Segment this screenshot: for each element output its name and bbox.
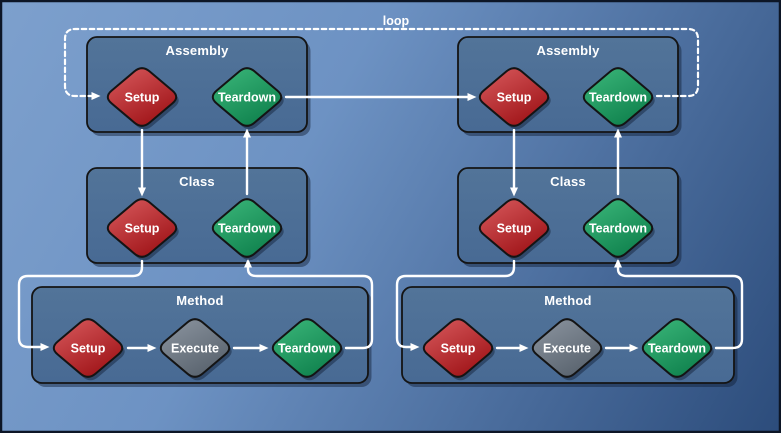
- class-teardown-label-left: Teardown: [218, 222, 276, 236]
- method-execute-label-left: Execute: [171, 342, 219, 356]
- class-teardown-label-right: Teardown: [589, 222, 647, 236]
- method-title-right: Method: [544, 293, 591, 308]
- assembly-title-left: Assembly: [165, 43, 229, 58]
- method-setup-label-right: Setup: [441, 342, 476, 356]
- class-title-left: Class: [179, 174, 215, 189]
- labels: loop Assembly Class Method Assembly Clas…: [71, 14, 706, 356]
- class-setup-to-method-setup-connector-right: [395, 259, 516, 351]
- loop-dashed-connector: [63, 27, 700, 100]
- class-title-right: Class: [550, 174, 586, 189]
- class-setup-label-right: Setup: [497, 222, 532, 236]
- class-setup-label-left: Setup: [125, 222, 160, 236]
- method-execute-label-right: Execute: [543, 342, 591, 356]
- method-teardown-to-class-teardown-connector-right: [614, 258, 744, 350]
- method-title-left: Method: [176, 293, 223, 308]
- loop-label: loop: [383, 14, 410, 28]
- method-teardown-to-class-teardown-connector-left: [244, 258, 374, 350]
- assembly-title-right: Assembly: [536, 43, 600, 58]
- assembly-setup-label-left: Setup: [125, 91, 160, 105]
- method-setup-label-left: Setup: [71, 342, 106, 356]
- assembly-setup-label-right: Setup: [497, 91, 532, 105]
- class-setup-to-method-setup-connector-left: [17, 259, 144, 351]
- assembly-teardown-label-right: Teardown: [589, 91, 647, 105]
- method-teardown-label-right: Teardown: [648, 342, 706, 356]
- connectors: [17, 27, 744, 352]
- method-teardown-label-left: Teardown: [278, 342, 336, 356]
- assembly-teardown-label-left: Teardown: [218, 91, 276, 105]
